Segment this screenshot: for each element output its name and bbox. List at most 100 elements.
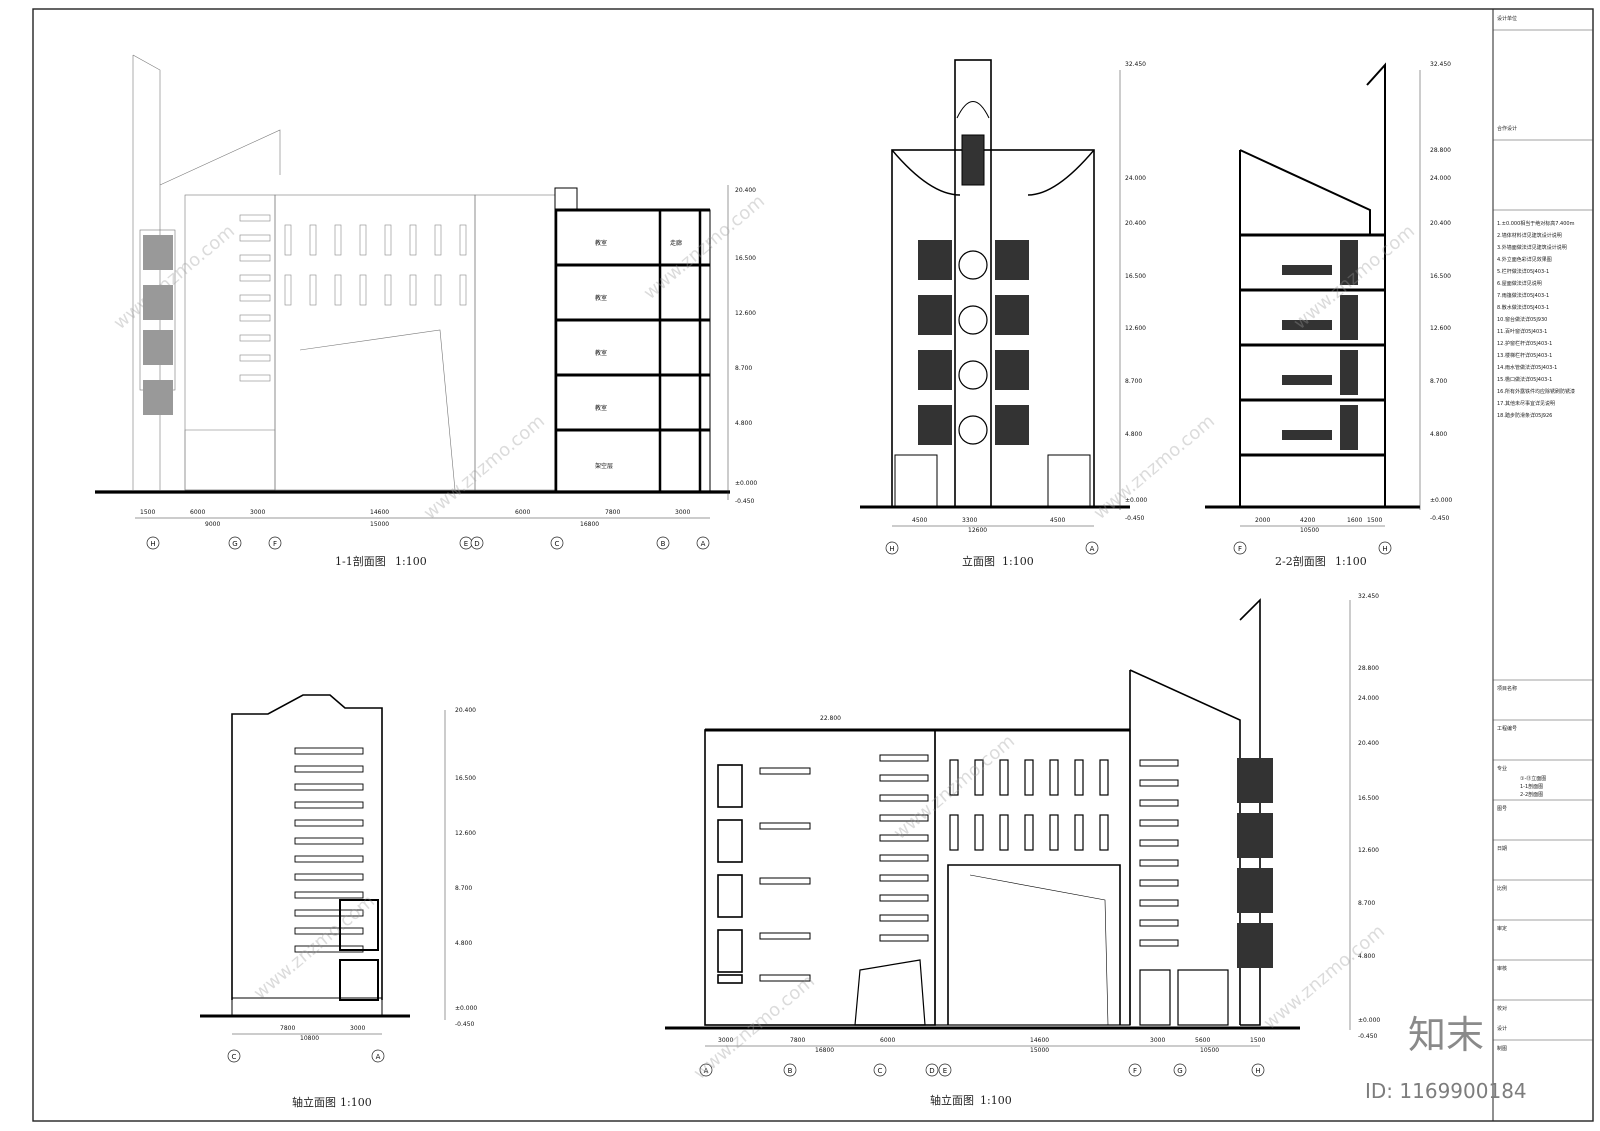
- drawing-title: 2-2剖面图: [1275, 554, 1326, 568]
- elevha-total: 12600: [968, 527, 987, 534]
- axis-bubble: A: [701, 540, 706, 548]
- note-line: 18.踏步防滑条详05J926: [1497, 412, 1552, 419]
- sec11-room: 走廊: [670, 239, 682, 247]
- axis-bubble: B: [788, 1067, 793, 1075]
- watermark-text: www.znzmo.com: [110, 221, 239, 334]
- sec22-dim: 4200: [1300, 517, 1315, 524]
- level-label: 28.800: [1430, 147, 1451, 154]
- title-block: 设计单位 合作设计 项目名称 工程编号 专业 图号 日期 比例 审定 审核 校对…: [1493, 15, 1593, 1052]
- watermark-text: www.znzmo.com: [250, 891, 379, 1004]
- axis-bubble: H: [150, 540, 155, 548]
- sec11-dim: 6000: [515, 509, 530, 516]
- level-label: ±0.000: [1358, 1017, 1380, 1024]
- level-label: 8.700: [1358, 900, 1375, 907]
- axis-bubble: C: [878, 1067, 883, 1075]
- tb-label: 日期: [1497, 846, 1507, 852]
- sec11-dim: 14600: [370, 509, 389, 516]
- level-label: 20.400: [735, 187, 756, 194]
- sec22-dim: 2000: [1255, 517, 1270, 524]
- elevca-total: 10800: [300, 1035, 319, 1042]
- level-label: 4.800: [1358, 953, 1375, 960]
- roof-mark: 22.800: [820, 715, 841, 722]
- level-label: 16.500: [1358, 795, 1379, 802]
- axis-bubble: F: [273, 540, 277, 548]
- axis-bubble: C: [232, 1053, 237, 1061]
- axis-bubble: F: [1238, 545, 1242, 553]
- watermark-text: www.znzmo.com: [420, 411, 549, 524]
- sec11-windows: [184, 214, 467, 491]
- elevation-h-a: [860, 59, 1130, 510]
- axis-bubble: D: [474, 540, 479, 548]
- level-label: 28.800: [1358, 665, 1379, 672]
- sheet-border: [32, 8, 1594, 1122]
- elevah-dim: 6000: [880, 1037, 895, 1044]
- note-line: 3.外墙面做法详见建筑设计说明: [1497, 244, 1567, 251]
- sec11-dim: 3000: [675, 509, 690, 516]
- axis-bubble: E: [943, 1067, 947, 1075]
- level-label: ±0.000: [455, 1005, 477, 1012]
- sec11-lobby: 架空层: [595, 462, 613, 470]
- drawing-scale: 1:100: [395, 555, 427, 568]
- elevah-total: 16800: [815, 1047, 834, 1054]
- elevha-dim: 4500: [1050, 517, 1065, 524]
- watermark-layer: www.znzmo.com www.znzmo.com www.znzmo.co…: [110, 191, 1419, 1084]
- level-label: ±0.000: [735, 480, 757, 487]
- sec11-dim: 1500: [140, 509, 155, 516]
- sec22-dim: 1600: [1347, 517, 1362, 524]
- level-label: 12.600: [455, 830, 476, 837]
- level-label: 12.600: [1430, 325, 1451, 332]
- note-line: 2.墙体材料详见建筑设计说明: [1497, 232, 1562, 239]
- axis-bubble: F: [1133, 1067, 1137, 1075]
- axis-bubble: G: [1177, 1067, 1182, 1075]
- axis-bubble: C: [555, 540, 560, 548]
- tb-label: 制图: [1497, 1045, 1507, 1052]
- note-line: 14.雨水管做法详05J403-1: [1497, 364, 1557, 371]
- level-label: -0.450: [1358, 1033, 1378, 1040]
- note-line: 12.护窗栏杆详05J403-1: [1497, 340, 1552, 347]
- axis-bubble: E: [464, 540, 468, 548]
- elevah-dim: 3000: [1150, 1037, 1165, 1044]
- sec11-total: 15000: [370, 521, 389, 528]
- brand-logo: 知末: [1408, 1013, 1484, 1057]
- sec11-room: 教室: [595, 349, 607, 357]
- note-line: 4.外立面色彩详见效果图: [1497, 256, 1552, 263]
- elevha-dim: 4500: [912, 517, 927, 524]
- level-label: 4.800: [1430, 431, 1447, 438]
- note-line: 16.所有外露铁件均应除锈刷防锈漆: [1497, 388, 1575, 395]
- tb-label: 校对: [1497, 1005, 1507, 1012]
- level-label: 24.000: [1125, 175, 1146, 182]
- sec22-total: 10500: [1300, 527, 1319, 534]
- note-line: 1.±0.000相当于绝对标高7.400m: [1497, 220, 1575, 227]
- drawing-scale: 1:100: [1002, 555, 1034, 568]
- tb-label: 比例: [1497, 885, 1507, 892]
- tb-label: 项目名称: [1497, 685, 1517, 692]
- watermark-text: www.znzmo.com: [1090, 411, 1219, 524]
- tb-label: 审定: [1497, 925, 1507, 932]
- elevah-dim: 14600: [1030, 1037, 1049, 1044]
- drawing-scale: 1:100: [1335, 555, 1367, 568]
- level-label: 16.500: [735, 255, 756, 262]
- axis-bubble: H: [889, 545, 894, 553]
- level-label: -0.450: [1125, 515, 1145, 522]
- level-label: 16.500: [1430, 273, 1451, 280]
- tb-label: 图号: [1497, 806, 1507, 812]
- note-line: 5.栏杆做法详05J403-1: [1497, 268, 1549, 275]
- note-line: 17.其他未尽事宜详见说明: [1497, 400, 1555, 407]
- axis-bubble: B: [661, 540, 666, 548]
- level-label: 8.700: [1430, 378, 1447, 385]
- drawing-scale: 1:100: [980, 1094, 1012, 1107]
- image-id: ID: 1169900184: [1365, 1079, 1527, 1103]
- drawing-scale: 1:100: [340, 1096, 372, 1109]
- level-label: 4.800: [455, 940, 472, 947]
- drawing-title: 轴立面图: [292, 1095, 336, 1109]
- level-label: 8.700: [1125, 378, 1142, 385]
- level-label: 20.400: [455, 707, 476, 714]
- level-label: 24.000: [1430, 175, 1451, 182]
- note-line: 10.窗台做法详05J930: [1497, 316, 1547, 323]
- tb-drawing-name: 2-2剖面图: [1520, 791, 1543, 798]
- level-label: 20.400: [1358, 740, 1379, 747]
- elevca-dim: 7800: [280, 1025, 295, 1032]
- level-label: -0.450: [455, 1021, 475, 1028]
- sec11-room: 教室: [595, 239, 607, 247]
- note-line: 6.屋面做法详见说明: [1497, 280, 1542, 287]
